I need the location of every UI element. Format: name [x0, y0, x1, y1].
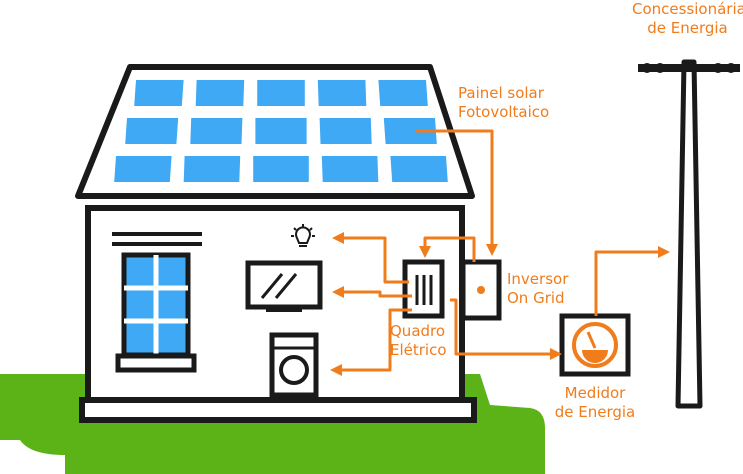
- utility-label: Concessionária de Energia: [632, 0, 743, 38]
- solar-cell-r2-c3: [255, 118, 307, 144]
- panel-board-label-line1: Quadro: [390, 322, 446, 340]
- solar-cell-r1-c3: [257, 80, 305, 106]
- window-lintel: [112, 232, 202, 236]
- electrical-panel-icon: [402, 259, 445, 319]
- inverter-label-line1: Inversor: [507, 270, 569, 288]
- wire-board-to-washer: [340, 308, 412, 372]
- utility-label-line2: de Energia: [647, 19, 728, 37]
- solar-cell-r3-c4: [321, 156, 379, 182]
- solar-cell-r2-c1: [125, 118, 179, 144]
- wiring: [340, 129, 660, 372]
- solar-panel-label-line2: Fotovoltaico: [458, 103, 550, 121]
- wire-inverter-to-board: [423, 236, 476, 262]
- utility-pole-icon: [638, 59, 740, 409]
- solar-cell-r2-c2: [190, 118, 243, 144]
- panel-board-label: Quadro Elétrico: [390, 322, 447, 360]
- panel-board-label-line2: Elétrico: [390, 341, 447, 359]
- solar-cell-r3-c5: [390, 156, 448, 182]
- house-base: [79, 397, 477, 423]
- solar-panel: [114, 80, 448, 182]
- wire-board-to-lamp: [342, 236, 409, 284]
- solar-cell-r1-c4: [317, 80, 367, 106]
- meter-label: Medidor de Energia: [550, 384, 640, 422]
- wire-board-to-meter: [450, 298, 552, 356]
- utility-label-line1: Concessionária: [632, 0, 743, 18]
- solar-cell-r3-c1: [114, 156, 172, 182]
- inverter-label-line2: On Grid: [507, 289, 565, 307]
- wire-panel-to-inverter: [415, 129, 494, 248]
- washing-machine-icon: [269, 332, 319, 398]
- solar-cell-r2-c5: [383, 118, 437, 144]
- wire-board-to-tv: [342, 290, 412, 298]
- solar-cell-r1-c5: [378, 80, 428, 106]
- meter-gauge-icon: [559, 313, 631, 377]
- wire-meter-to-pole: [594, 250, 660, 316]
- lamp-icon: [291, 224, 315, 247]
- inverter-label: Inversor On Grid: [507, 270, 568, 308]
- solar-panel-label: Painel solar Fotovoltaico: [458, 84, 549, 122]
- meter-label-line2: de Energia: [554, 403, 636, 421]
- window-sill: [115, 353, 197, 373]
- inverter-icon: [460, 259, 502, 321]
- solar-cell-r3-c3: [253, 156, 309, 182]
- solar-panel-label-line1: Painel solar: [458, 84, 544, 102]
- window-lintel-2: [112, 242, 202, 246]
- solar-cell-r1-c1: [134, 80, 184, 106]
- tv-icon: [245, 260, 323, 312]
- solar-cell-r1-c2: [195, 80, 245, 106]
- wire-arrowheads: [330, 232, 670, 376]
- solar-cell-r2-c4: [319, 118, 372, 144]
- meter-label-line1: Medidor: [564, 384, 626, 402]
- solar-cell-r3-c2: [183, 156, 241, 182]
